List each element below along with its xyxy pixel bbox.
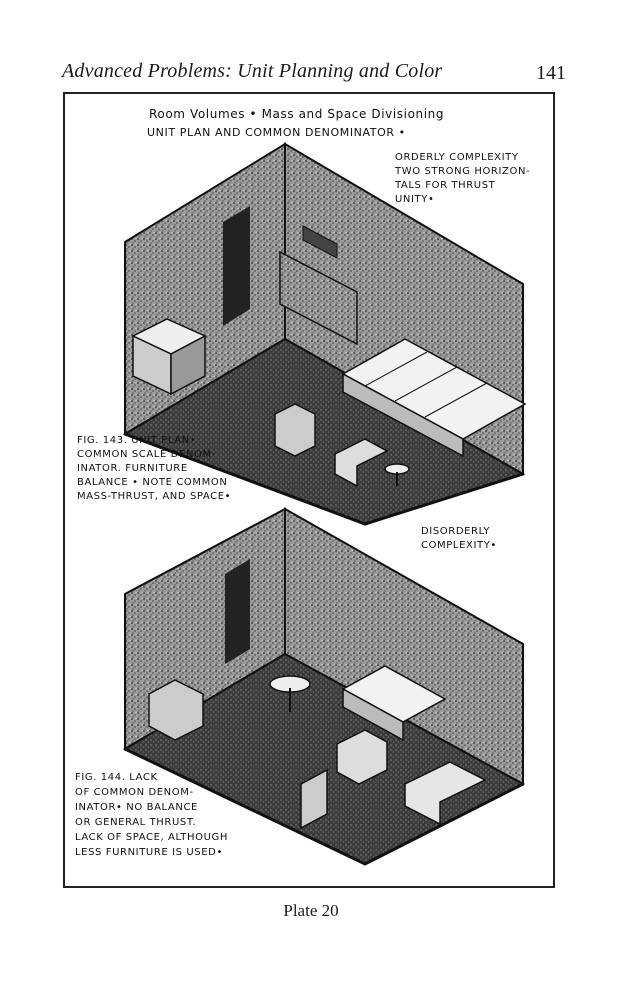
fig144-sofa-front	[342, 687, 404, 742]
fig143-floor-edge	[124, 432, 524, 526]
fig144-note: DISORDERLY COMPLEXITY•	[421, 526, 497, 551]
fig143-chair	[334, 438, 389, 488]
fig143-sofa-seam	[364, 351, 428, 387]
plate-frame: Room Volumes • Mass and Space Divisionin…	[63, 92, 555, 888]
fig144-room	[122, 507, 526, 866]
fig143-room	[122, 142, 527, 526]
fig143-cabinet	[279, 250, 358, 346]
fig143-sofa-seam	[394, 366, 458, 402]
fig143-wall-picture	[302, 225, 338, 259]
running-head: Advanced Problems: Unit Planning and Col…	[62, 60, 443, 82]
fig143-note: ORDERLY COMPLEXITY TWO STRONG HORIZON- T…	[395, 152, 531, 205]
fig143-caption: FIG. 143. UNIT PLAN• COMMON SCALE DENOM-…	[77, 435, 232, 502]
plate-title-line1: Room Volumes • Mass and Space Divisionin…	[149, 107, 445, 121]
fig144-armchair-left	[148, 679, 204, 741]
fig143-left-bench-side	[170, 334, 206, 396]
fig143-door	[223, 206, 250, 326]
fig144-desk	[404, 761, 487, 826]
plate-caption: Plate 20	[283, 901, 339, 920]
fig144-door	[225, 559, 250, 664]
fig144-cabinet-front	[300, 768, 328, 830]
fig143-armchair	[274, 403, 316, 457]
plate-title-line2: unit plan and common denominator •	[147, 126, 406, 139]
plate-illustration	[122, 142, 527, 866]
fig144-lounge-chair	[336, 729, 388, 785]
page-number: 141	[536, 62, 566, 84]
fig143-sofa-front	[342, 372, 464, 458]
fig143-sofa-seam	[424, 382, 488, 418]
fig144-floor-edge	[124, 747, 524, 866]
fig144-caption: FIG. 144. LACK OF COMMON DENOM- INATOR• …	[75, 772, 228, 858]
